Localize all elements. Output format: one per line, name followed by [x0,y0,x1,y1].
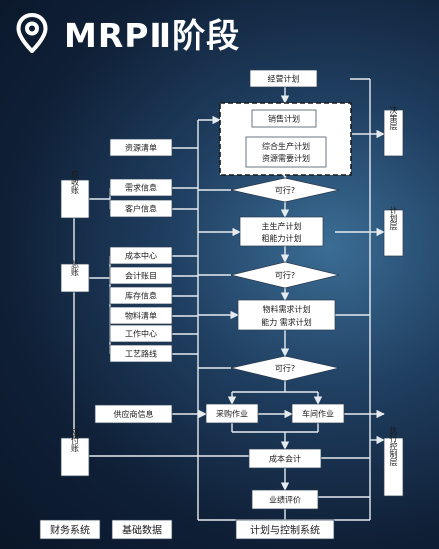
cost-accounting-text: 成本会计 [269,454,301,464]
integrated-plan-box [245,136,327,168]
resource-list-text: 资源清单 [125,143,157,153]
cost-accounting-box [248,448,322,469]
supplier-info-box [94,404,173,424]
routing-text: 工艺路线 [125,349,157,359]
supplier-info-text: 供应商信息 [114,409,154,419]
performance-text: 业绩评价 [269,495,301,505]
feasibility-text-1: 可行? [275,185,295,195]
footer-basic-text: 基础数据 [122,524,162,537]
routing-box [109,344,173,363]
integrated-plan-text-1: 综合生产计划 [262,141,310,151]
management-plan-text: 经营计划 [268,74,300,84]
inventory-info-box [109,286,173,305]
purchase-box [205,403,259,424]
master-schedule-box [239,216,324,247]
master-schedule-text-1: 主生产计划 [262,221,302,231]
resource-list-box [109,138,173,157]
cost-center-text: 成本中心 [125,251,157,261]
page-title: MRPⅡ阶段 [16,8,240,58]
cost-center-box [109,246,173,265]
receivable-text: 应收账 [71,169,80,195]
workshop-text: 车间作业 [302,409,334,419]
feasibility-check-3 [230,355,340,382]
accounting-items-text: 会计账目 [125,271,157,281]
sales-plan-box [251,109,317,128]
demand-info-box [109,178,173,197]
feasibility-check-1 [230,177,340,203]
demand-info-text: 需求信息 [125,183,157,193]
feasibility-text-3: 可行? [275,363,295,373]
footer-planning-text: 计划与控制系统 [250,524,320,537]
performance-box [251,489,319,510]
footer-finance-box [39,519,101,540]
decision-layer-box [383,109,404,157]
accounting-items-box [109,266,173,285]
feasibility-check-2 [230,261,340,289]
customer-info-text: 客户信息 [125,204,157,214]
management-plan-box [249,69,318,88]
integrated-plan-text-2: 资源需要计划 [262,153,310,163]
material-requirements-box [237,299,336,331]
bom-box [109,306,173,325]
customer-info-box [109,199,173,218]
work-center-text: 工作中心 [125,329,157,339]
execution-layer-text: 执行控制层 [389,425,398,467]
footer-planning-box [235,519,335,540]
general-ledger-text: 总账 [71,259,80,277]
sales-plan-text: 销售计划 [268,114,300,124]
payable-box [60,437,90,477]
bom-text: 物料清单 [125,311,157,321]
feasibility-text-2: 可行? [275,270,295,280]
inventory-info-text: 库存信息 [125,291,157,301]
footer-basic-box [111,519,173,540]
decision-layer-text: 决策层 [389,105,398,131]
work-center-box [109,324,173,343]
workshop-box [291,403,345,424]
receivable-box [60,179,90,219]
execution-layer-box [383,437,404,497]
footer-finance-text: 财务系统 [50,524,90,537]
material-requirements-text-1: 物料需求计划 [263,304,311,314]
material-requirements-text-2: 能力 需求计划 [261,317,312,327]
planning-layer-text: 计划层 [389,205,398,231]
purchase-text: 采购作业 [216,409,248,419]
payable-text: 应付账 [71,427,80,453]
master-schedule-text-2: 粗能力计划 [262,233,302,243]
location-pin-icon [16,13,48,53]
planning-layer-box [383,209,404,257]
page-title-text: MRPⅡ阶段 [64,16,241,55]
general-ledger-box [60,263,90,293]
